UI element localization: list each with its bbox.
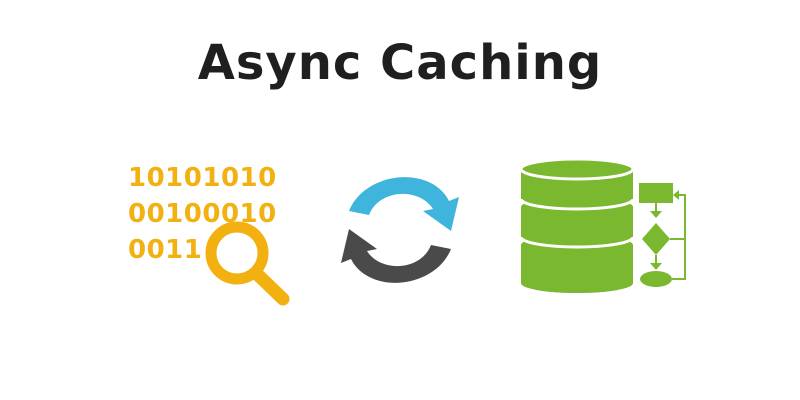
magnifier-icon [205,221,290,306]
database-icon [519,157,686,293]
binary-line: 0011 [128,235,203,265]
page-title: Async Caching [197,35,603,91]
binary-search-icon: 10101010 00100010 0011 [120,155,310,315]
flowchart-icon [639,183,686,287]
binary-line: 10101010 [128,163,277,193]
binary-line: 00100010 [128,199,277,229]
sync-arrows-icon [341,177,459,283]
